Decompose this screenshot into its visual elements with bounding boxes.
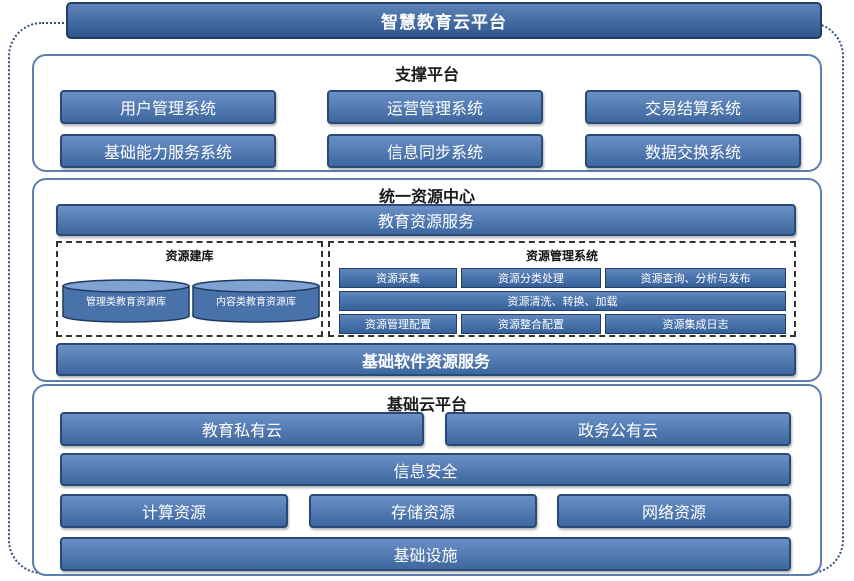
resource-integration-log: 资源集成日志 (605, 314, 786, 334)
gov-public-cloud: 政务公有云 (445, 412, 791, 446)
user-management-system: 用户管理系统 (60, 90, 276, 124)
resource-etl: 资源清洗、转换、加载 (339, 291, 786, 311)
cloud-platform-title: 基础云平台 (386, 395, 467, 414)
resource-integration-config: 资源整合配置 (461, 314, 601, 334)
edu-private-cloud: 教育私有云 (60, 412, 424, 446)
basic-capability-service-system: 基础能力服务系统 (60, 134, 276, 168)
storage-resources: 存储资源 (309, 494, 537, 528)
management-resource-db-icon: 管理类教育资源库 (62, 279, 190, 323)
infrastructure: 基础设施 (60, 537, 791, 571)
resource-library-title: 资源建库 (165, 249, 214, 263)
resource-query-analysis-publish: 资源查询、分析与发布 (605, 268, 786, 288)
data-exchange-system: 数据交换系统 (585, 134, 801, 168)
information-security: 信息安全 (60, 453, 791, 486)
resource-collection: 资源采集 (339, 268, 457, 288)
platform-title: 智慧教育云平台 (66, 2, 822, 39)
resource-center-section: 统一资源中心 教育资源服务 资源建库 管理类教育资源库 内容类教育资源库 资源管… (32, 178, 822, 382)
resource-classification: 资源分类处理 (461, 268, 601, 288)
edu-resource-service: 教育资源服务 (56, 204, 796, 236)
content-resource-db-icon: 内容类教育资源库 (192, 279, 320, 323)
support-platform-title: 支撑平台 (394, 65, 459, 84)
management-resource-db-label: 管理类教育资源库 (86, 297, 166, 308)
network-resources: 网络资源 (557, 494, 791, 528)
cloud-platform-section: 基础云平台 教育私有云 政务公有云 信息安全 计算资源 存储资源 网络资源 基础… (32, 384, 822, 576)
resource-management-system-box: 资源管理系统 资源采集 资源分类处理 资源查询、分析与发布 资源清洗、转换、加载… (328, 241, 796, 337)
content-resource-db-label: 内容类教育资源库 (216, 297, 296, 308)
resource-management-title: 资源管理系统 (525, 249, 598, 263)
base-software-resource-service: 基础软件资源服务 (56, 343, 796, 376)
compute-resources: 计算资源 (60, 494, 288, 528)
transaction-settlement-system: 交易结算系统 (585, 90, 801, 124)
resource-center-title: 统一资源中心 (378, 187, 475, 206)
resource-library-box: 资源建库 管理类教育资源库 内容类教育资源库 (56, 241, 323, 337)
resource-management-config: 资源管理配置 (339, 314, 457, 334)
support-platform-section: 支撑平台 用户管理系统 运营管理系统 交易结算系统 基础能力服务系统 信息同步系… (32, 54, 822, 172)
operation-management-system: 运营管理系统 (327, 90, 543, 124)
information-sync-system: 信息同步系统 (327, 134, 543, 168)
